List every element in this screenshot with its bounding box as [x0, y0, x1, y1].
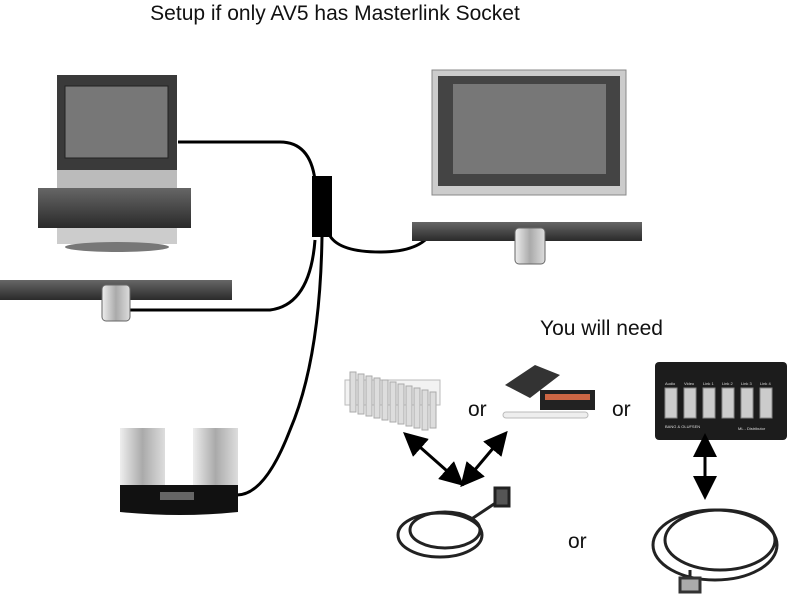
- ml-distributor: Audio Video Link 1 Link 2 Link 3 Link 4 …: [655, 362, 787, 440]
- or-label: or: [468, 398, 487, 421]
- junction-box: [312, 176, 332, 237]
- double-arrows: [403, 430, 717, 500]
- terminal-strip-connector: [344, 371, 441, 431]
- left-soundbar: [0, 280, 232, 322]
- port-label: Link 1: [703, 381, 714, 386]
- port-label: Link 3: [741, 381, 752, 386]
- left-tv-device: [38, 75, 191, 252]
- brand-label: BANG & OLUFSEN: [665, 424, 700, 429]
- or-label: or: [612, 398, 631, 421]
- port-label: Link 4: [760, 381, 771, 386]
- port-label: Link 2: [722, 381, 733, 386]
- right-tv-device: [412, 69, 642, 265]
- model-label: ML - Distributor: [738, 426, 766, 431]
- junction-patch-box: [502, 365, 595, 419]
- masterlink-cable-left: [396, 486, 511, 559]
- masterlink-cable-right: [651, 508, 779, 594]
- port-label: Audio: [665, 381, 676, 386]
- port-label: Video: [684, 381, 695, 386]
- diagram-title: Setup if only AV5 has Masterlink Socket: [150, 2, 520, 25]
- speaker-device: [120, 428, 238, 515]
- or-label: or: [568, 530, 587, 553]
- masterlink-cables: [130, 140, 434, 497]
- you-will-need-label: You will need: [540, 317, 663, 340]
